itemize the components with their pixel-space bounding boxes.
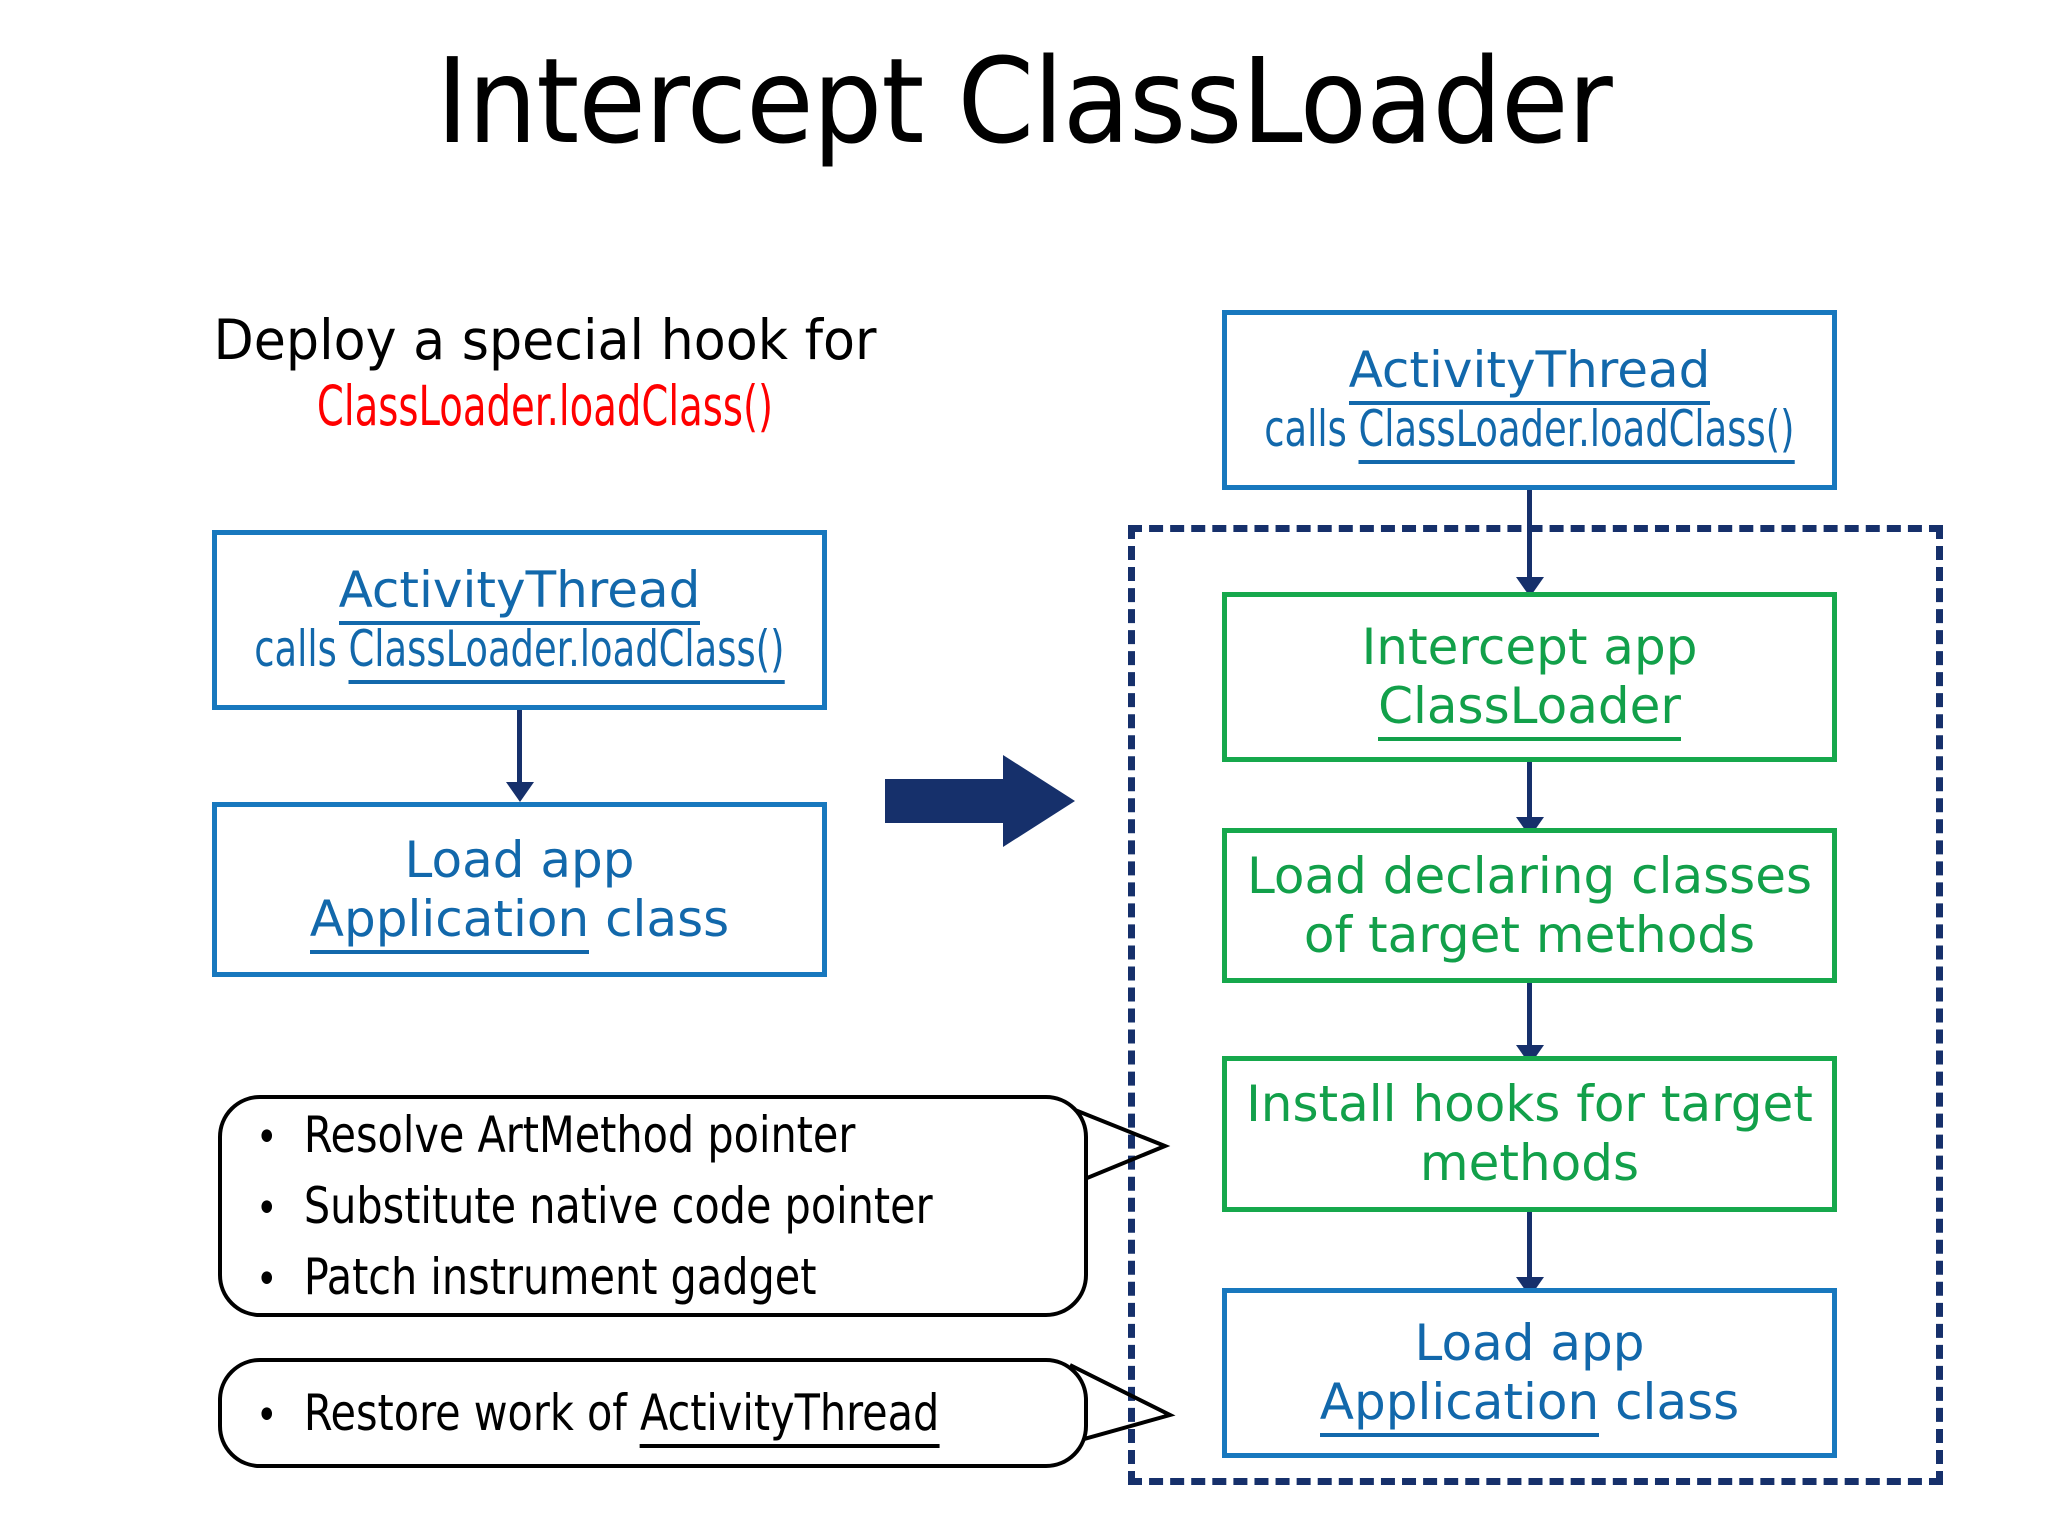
right-box-intercept-line1: Intercept app (1361, 618, 1698, 676)
callout-bullet: • Substitute native code pointer (256, 1176, 933, 1235)
right-box-intercept-classloader: Intercept app ClassLoader (1222, 592, 1837, 762)
right-connector-1 (1527, 490, 1532, 580)
left-connector-line (517, 710, 522, 785)
right-connector-3 (1527, 983, 1532, 1048)
left-box-activity-thread-line2: calls ClassLoader.loadClass() (254, 620, 785, 684)
bullet-dot-icon: • (256, 1111, 278, 1163)
hooked-flow-region (1128, 525, 1943, 1485)
left-caption-line1: Deploy a special hook for (213, 308, 877, 372)
right-connector-4 (1527, 1212, 1532, 1280)
right-box-load-declaring-classes: Load declaring classes of target methods (1222, 828, 1837, 983)
right-box-activity-thread: ActivityThread calls ClassLoader.loadCla… (1222, 310, 1837, 490)
right-box-intercept-line2: ClassLoader (1378, 677, 1681, 741)
callout-bullet: • Patch instrument gadget (256, 1247, 817, 1306)
restore-work-text: Restore work of ActivityThread (304, 1378, 940, 1449)
page-title: Intercept ClassLoader (436, 32, 1613, 170)
bullet-dot-icon: • (256, 1253, 278, 1305)
right-box-install-line1: Install hooks for target (1246, 1075, 1813, 1133)
right-box-load-app-line1: Load app (1414, 1314, 1645, 1372)
right-box-load-app-line2: Application class (1319, 1373, 1739, 1437)
right-box-install-line2: methods (1419, 1134, 1640, 1192)
transform-arrow-icon (885, 755, 1075, 847)
callout-bullet: • Restore work of ActivityThread (256, 1378, 994, 1449)
callout-bullet: • Resolve ArtMethod pointer (256, 1105, 856, 1164)
left-box-load-app: Load app Application class (212, 802, 827, 977)
right-box-declaring-line2: of target methods (1303, 905, 1756, 964)
left-connector-arrowhead (506, 782, 534, 802)
restore-work-callout: • Restore work of ActivityThread (218, 1358, 1088, 1468)
left-box-load-app-line2: Application class (309, 889, 729, 954)
left-box-load-app-line1: Load app (404, 830, 635, 889)
right-box-load-app: Load app Application class (1222, 1288, 1837, 1458)
left-caption: Deploy a special hook for ClassLoader.lo… (185, 310, 905, 438)
left-box-activity-thread: ActivityThread calls ClassLoader.loadCla… (212, 530, 827, 710)
left-caption-line2: ClassLoader.loadClass() (316, 373, 774, 438)
right-box-install-hooks: Install hooks for target methods (1222, 1056, 1837, 1212)
right-connector-2 (1527, 762, 1532, 820)
left-box-activity-thread-line1: ActivityThread (338, 561, 701, 625)
install-hooks-callout: • Resolve ArtMethod pointer • Substitute… (218, 1095, 1088, 1317)
right-box-activity-thread-line1: ActivityThread (1348, 341, 1711, 405)
right-box-declaring-line1: Load declaring classes (1246, 846, 1813, 905)
bullet-dot-icon: • (256, 1182, 278, 1234)
bullet-dot-icon: • (256, 1389, 278, 1441)
right-box-activity-thread-line2: calls ClassLoader.loadClass() (1264, 400, 1795, 464)
